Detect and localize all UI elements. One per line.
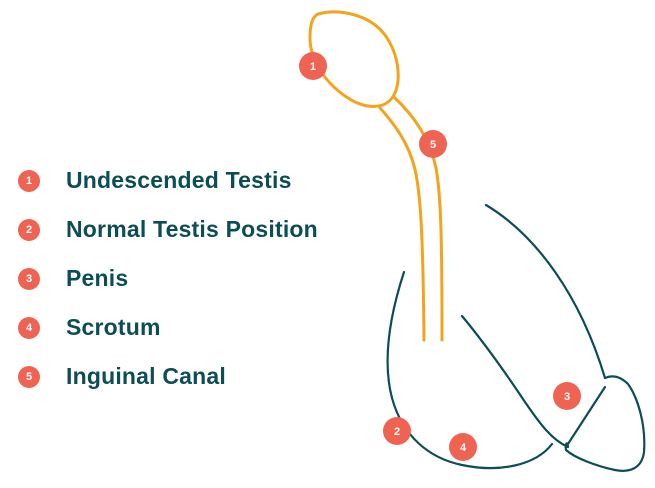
marker-number: 3 [564,391,570,403]
body-outline [388,205,645,471]
marker-number: 4 [460,442,467,454]
marker-2: 2 [383,417,411,445]
marker-number: 2 [394,426,400,438]
marker-5: 5 [419,130,447,158]
marker-4: 4 [449,433,477,461]
marker-1: 1 [299,52,327,80]
marker-3: 3 [553,382,581,410]
inguinal-canal-outline [310,12,442,340]
abdomen-contour [486,205,605,378]
canal-outer-wall [380,108,424,340]
marker-number: 5 [430,139,436,151]
marker-number: 1 [310,61,316,73]
scrotum-inner-contour [462,316,568,447]
